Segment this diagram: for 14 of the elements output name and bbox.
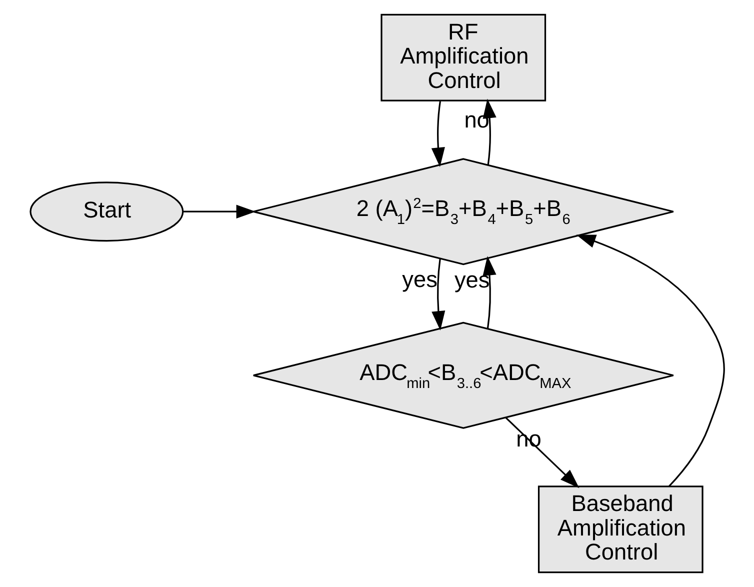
arrow [430, 101, 444, 167]
node-diamond: 2 (A$_{1}$)$^{2}$=B$_{3}$+B$_{4}$+B$_{5}$+B$_{6}$ [252, 158, 674, 266]
node-box: Baseband Amplification Control [537, 486, 703, 574]
node-box: RF Amplification Control [380, 14, 546, 102]
arrow [431, 258, 445, 331]
edge-label: yes [402, 266, 437, 292]
arrow [482, 98, 496, 166]
arrow [182, 204, 256, 218]
node-ellipse: Start [29, 182, 184, 242]
edge-label: yes [454, 266, 490, 292]
node-diamond: ADC$_{min}$<B$_{3..6}$<ADC$_{MAX}$ [252, 322, 674, 429]
arrow [576, 234, 724, 487]
arrow [482, 256, 496, 329]
arrow [504, 417, 579, 488]
